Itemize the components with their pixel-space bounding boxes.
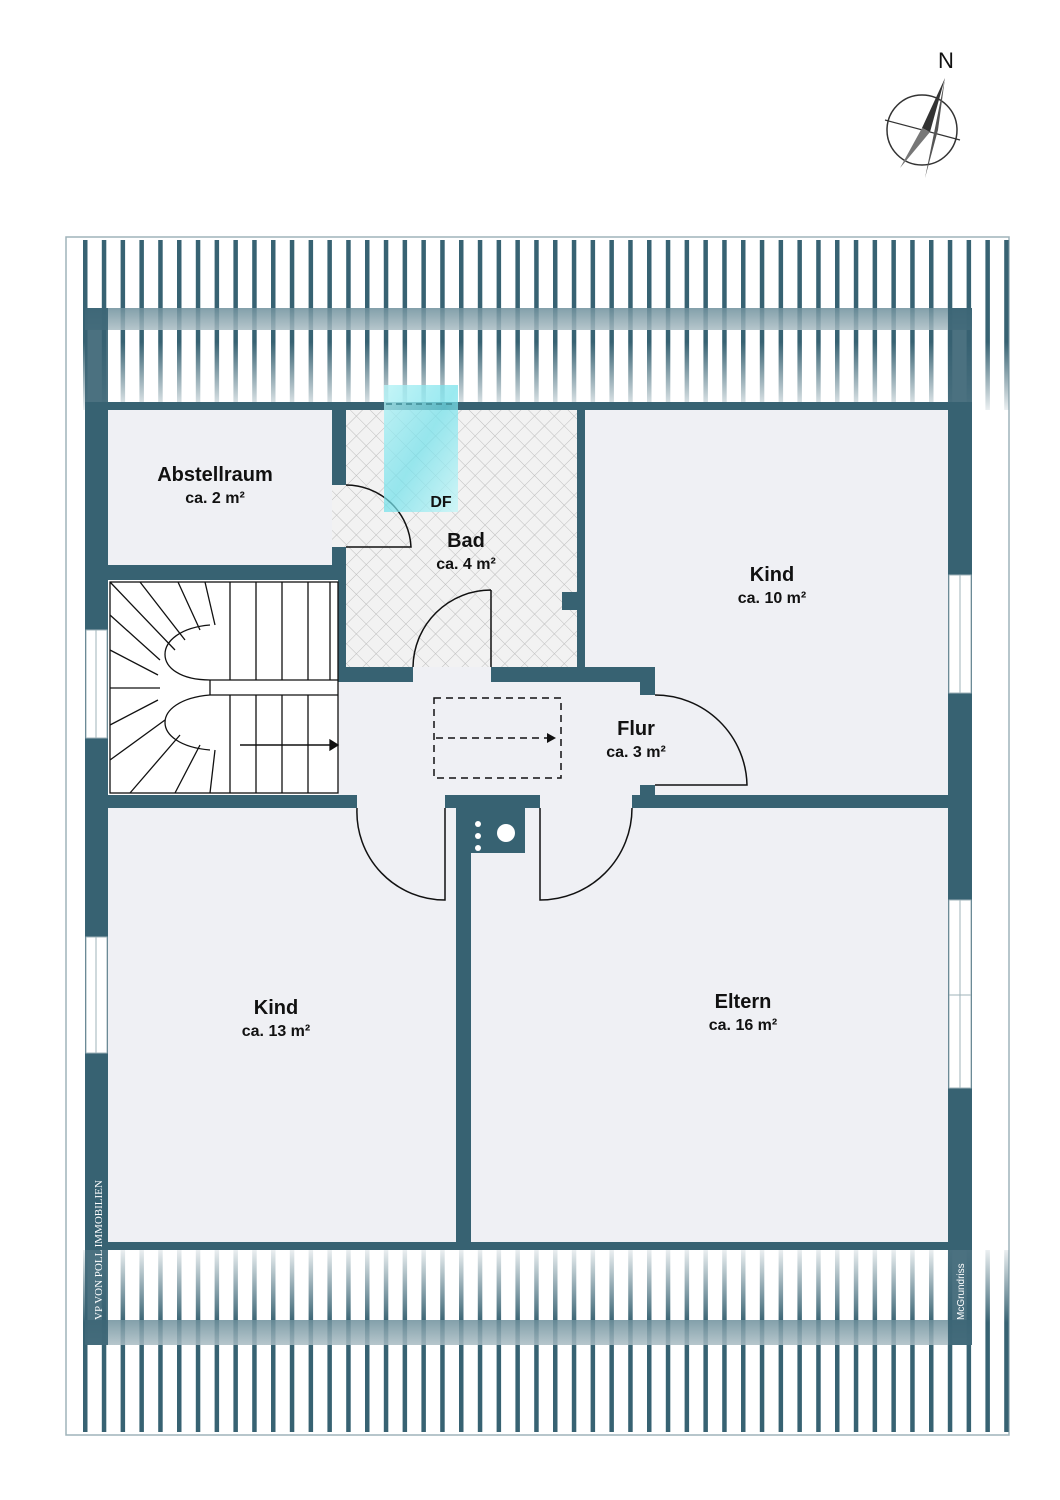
door-eltern[interactable] (540, 795, 632, 808)
mcgrundriss-logo: McGrundriss (956, 1263, 967, 1320)
skylight-label: DF (430, 494, 452, 511)
room-name: Kind (254, 997, 298, 1019)
room-area: ca. 10 m² (738, 590, 806, 607)
room-eltern (471, 808, 948, 1242)
room-name: Abstellraum (157, 464, 273, 486)
door-kind-top[interactable] (640, 695, 655, 785)
attic-hatch (433, 697, 562, 779)
compass-ring (886, 94, 958, 166)
door-bad[interactable] (413, 667, 491, 682)
roof-band-top (85, 308, 972, 330)
door-abstellraum[interactable] (332, 485, 346, 547)
von-poll-logo: VP VON POLL IMMOBILIEN (93, 1180, 105, 1320)
room-area: ca. 2 m² (185, 490, 245, 507)
room-area: ca. 3 m² (606, 744, 666, 761)
room-name: Bad (447, 530, 485, 552)
roof-outline (65, 236, 1010, 1436)
skylight: DF (384, 385, 458, 512)
room-abstellraum (108, 410, 332, 565)
door-kind-bottom[interactable] (357, 795, 445, 808)
rafter-line (1004, 240, 1009, 410)
rafter-line (985, 240, 990, 410)
stairs (109, 581, 340, 794)
rafter-line (985, 1250, 990, 1432)
room-kind-top (585, 410, 948, 667)
room-kind-bottom (108, 808, 456, 1242)
compass: N (884, 48, 961, 178)
compass-needle (922, 78, 945, 132)
room-name: Flur (617, 718, 655, 740)
windows (85, 574, 972, 1089)
rafter-line (1004, 1250, 1009, 1432)
room-area: ca. 4 m² (436, 556, 496, 573)
room-name: Eltern (715, 991, 772, 1013)
compass-north-label: N (938, 48, 954, 73)
room-name: Kind (750, 564, 794, 586)
room-area: ca. 13 m² (242, 1023, 310, 1040)
chimney-flue-icon (497, 824, 515, 842)
room-area: ca. 16 m² (709, 1017, 777, 1034)
roof-band-bottom (85, 1320, 972, 1345)
